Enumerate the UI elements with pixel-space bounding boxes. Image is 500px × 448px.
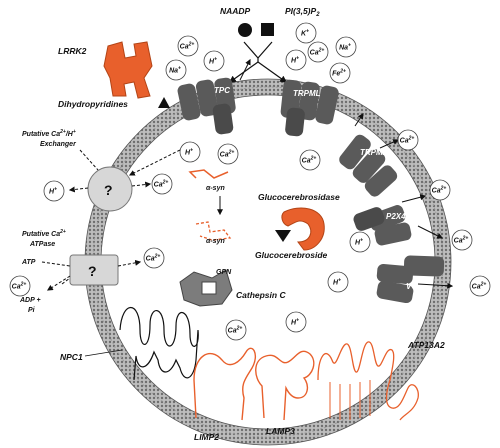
exchanger-unknown-mark: ? (104, 182, 113, 198)
p2x4-label: P2X4 (386, 212, 406, 221)
ion-ca-label: Ca2+ (472, 282, 487, 291)
atp13a2-label: ATP13A2 (407, 340, 445, 350)
glucocerebroside-label: Glucocerebroside (255, 250, 328, 260)
ion-ca-bubble: Ca2+ (429, 179, 451, 201)
tpc-label: TPC (214, 86, 230, 95)
alpha-syn-folded-shape (188, 169, 229, 179)
ion-ca-label: Ca2+ (302, 156, 317, 165)
ion-ca-bubble: Ca2+ (217, 143, 239, 165)
adp-label-line1: ADP + (19, 297, 41, 304)
alpha-syn-degraded-shape (195, 221, 232, 241)
trpm2-channel (339, 134, 398, 197)
tpc-channel (177, 77, 236, 135)
ion-ca-label: Ca2+ (12, 282, 27, 291)
exchanger-label-line2: Exchanger (40, 141, 77, 148)
ion-ca-bubble: Ca2+ (143, 247, 165, 269)
lrrk2-label: LRRK2 (58, 46, 87, 56)
putative-atpase: ? (69, 254, 119, 286)
ion-ca-label: Ca2+ (146, 254, 161, 263)
exchanger-label-line1: Putative Ca2+/H+ (22, 129, 76, 138)
ion-ca-bubble: Ca2+ (397, 129, 419, 151)
pi35p2-square-icon (261, 23, 274, 36)
ion-h-label: H+ (185, 148, 193, 157)
pi35p2-arrow (257, 61, 288, 83)
ion-ca-label: Ca2+ (180, 42, 195, 51)
ion-ca-bubble: Ca2+ (451, 229, 473, 251)
trpml-label: TRPML (293, 89, 321, 98)
ion-ca-label: Ca2+ (228, 326, 243, 335)
vgcc-channel (376, 255, 445, 304)
ion-fe-label: Fe2+ (332, 69, 346, 78)
ion-k-bubble: K+ (295, 22, 317, 44)
ion-h-label: H+ (209, 57, 217, 66)
ion-ca-bubble: Ca2+ (9, 275, 31, 297)
ion-ca-bubble: Ca2+ (225, 319, 247, 341)
ion-ca-bubble: Ca2+ (177, 35, 199, 57)
ion-h-label: H+ (355, 238, 363, 247)
ion-ca-bubble: Ca2+ (299, 149, 321, 171)
glucocerebrosidase-label: Glucocerebrosidase (258, 192, 340, 202)
ion-na-bubble: Na+ (165, 59, 187, 81)
npc1-protein-shape (119, 307, 199, 381)
alpha-syn-top-label: α-syn (206, 185, 225, 192)
dihydropyridine-triangle-icon (158, 97, 170, 108)
ion-h-bubble: H+ (285, 49, 307, 71)
alpha-syn-bottom-label: α-syn (206, 238, 225, 245)
ion-ca-label: Ca2+ (432, 186, 447, 195)
atpase-label-line2: ATPase (29, 241, 55, 248)
ion-h-label: H+ (291, 56, 299, 65)
cathepsin-c-shape (179, 269, 233, 307)
gpn-label: GPN (216, 269, 232, 276)
atp13a2-protein-shape (317, 341, 419, 421)
npc1-label: NPC1 (60, 352, 83, 362)
atp-label: ATP (21, 259, 36, 266)
ligand-fork-line (243, 41, 273, 59)
ion-na-label: Na+ (169, 66, 181, 75)
glucocerebrosidase-shape (281, 207, 325, 251)
ion-ca-label: Ca2+ (454, 236, 469, 245)
trpm2-label: TRPM2 (360, 148, 388, 157)
ion-h-label: H+ (49, 187, 57, 196)
putative-exchanger: ? (87, 166, 133, 212)
ion-ca-bubble: Ca2+ (151, 173, 173, 195)
lamp3-protein-shape (255, 350, 315, 421)
ion-ca-label: Ca2+ (154, 180, 169, 189)
atpase-label-line1: Putative Ca2+ (22, 229, 66, 238)
limp2-label: LIMP2 (194, 432, 219, 442)
cathepsin-c-label: Cathepsin C (236, 290, 286, 300)
naadp-label: NAADP (220, 6, 251, 16)
ion-h-bubble: H+ (179, 141, 201, 163)
ion-ca-bubble: Ca2+ (469, 275, 491, 297)
ion-h-bubble: H+ (43, 180, 65, 202)
ion-ca-label: Ca2+ (310, 48, 325, 57)
ion-h-bubble: H+ (327, 271, 349, 293)
glucocerebroside-triangle-icon (275, 230, 291, 242)
ion-h-bubble: H+ (285, 311, 307, 333)
ion-h-bubble: H+ (203, 50, 225, 72)
ion-ca-bubble: Ca2+ (307, 41, 329, 63)
ion-na-label: Na+ (339, 43, 351, 52)
naadp-circle-icon (238, 23, 252, 37)
trpml-channel (280, 79, 339, 137)
ion-na-bubble: Na+ (335, 36, 357, 58)
atpase-unknown-mark: ? (88, 263, 97, 279)
dihydropyridines-label: Dihydropyridines (58, 99, 128, 109)
ion-ca-label: Ca2+ (400, 136, 415, 145)
ion-h-label: H+ (333, 278, 341, 287)
p2x4-channel (353, 205, 412, 246)
ion-h-bubble: H+ (349, 231, 371, 253)
ion-h-label: H+ (291, 318, 299, 327)
lamp3-label: LAMP3 (266, 426, 295, 436)
limp2-protein-shape (193, 347, 256, 421)
ion-k-label: K+ (301, 29, 309, 38)
vgcc-label: VGCC (406, 282, 429, 291)
adp-label-line2: Pi (28, 307, 36, 314)
ion-ca-label: Ca2+ (220, 150, 235, 159)
lrrk2-protein-shape (103, 41, 153, 99)
pi35p2-label: PI(3,5)P2 (285, 6, 320, 18)
ion-fe-bubble: Fe2+ (329, 62, 351, 84)
